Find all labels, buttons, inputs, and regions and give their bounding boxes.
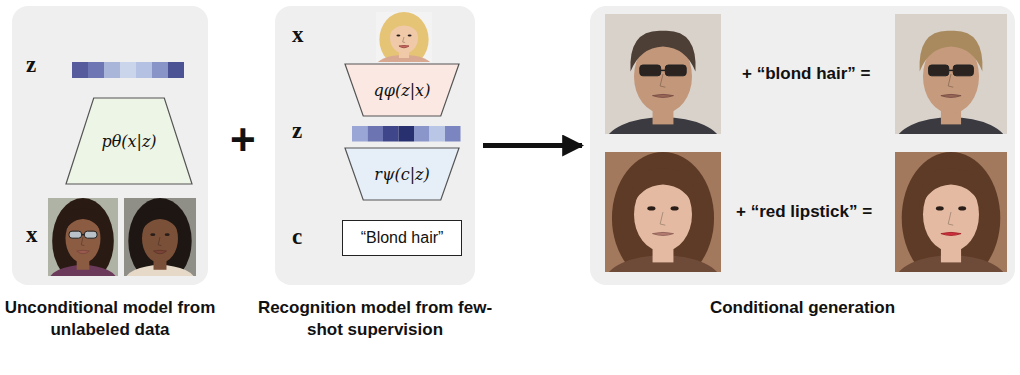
panel-caption: Conditional generation [564, 297, 1020, 319]
face-photo [605, 14, 721, 134]
latent-cell [72, 62, 88, 78]
distribution-label: rψ(c|z) [374, 165, 429, 184]
latent-cell [383, 126, 399, 142]
latent-cell [152, 62, 168, 78]
latent-cell [168, 62, 184, 78]
latent-cell [104, 62, 120, 78]
model-panel: Conditional generation [590, 6, 1015, 285]
latent-vector [72, 62, 184, 78]
face-photo [895, 14, 1007, 134]
latent-cell [120, 62, 136, 78]
edit-label: + “blond hair” = [742, 64, 870, 84]
trapezoid-shape [345, 148, 459, 200]
model-panel: Recognition model from few-shot supervis… [275, 6, 475, 285]
face-photo [605, 152, 721, 272]
network-trapezoid: qφ(z|x) [345, 64, 459, 116]
model-panel: Unconditional model from unlabeled datap… [12, 6, 208, 285]
latent-cell [445, 126, 461, 142]
face-photo [376, 12, 432, 62]
panel-caption: Unconditional model from unlabeled data [0, 297, 234, 341]
variable-symbol: x [292, 22, 304, 48]
trapezoid-shape [66, 98, 192, 184]
face-photo [895, 152, 1007, 272]
network-trapezoid: pθ(x|z) [66, 98, 192, 184]
latent-cell [399, 126, 415, 142]
class-label: “Blond hair” [361, 229, 444, 247]
latent-cell [88, 62, 104, 78]
face-photo [124, 198, 196, 276]
latent-cell [414, 126, 430, 142]
label-box: “Blond hair” [342, 220, 462, 256]
flow-arrow [483, 143, 582, 148]
distribution-label: qφ(z|x) [374, 81, 431, 100]
distribution-label: pθ(x|z) [101, 132, 156, 151]
variable-symbol: c [292, 224, 302, 250]
latent-vector [352, 126, 461, 142]
variable-symbol: x [26, 222, 38, 248]
network-trapezoid: rψ(c|z) [345, 148, 459, 200]
panel-caption: Recognition model from few-shot supervis… [249, 297, 501, 341]
latent-cell [136, 62, 152, 78]
edit-label: + “red lipstick” = [736, 202, 872, 222]
variable-symbol: z [292, 118, 302, 144]
latent-cell [430, 126, 446, 142]
latent-cell [368, 126, 384, 142]
face-photo [48, 198, 118, 276]
plus-sign: + [230, 118, 256, 162]
trapezoid-shape [345, 64, 459, 116]
latent-cell [352, 126, 368, 142]
variable-symbol: z [26, 52, 36, 78]
